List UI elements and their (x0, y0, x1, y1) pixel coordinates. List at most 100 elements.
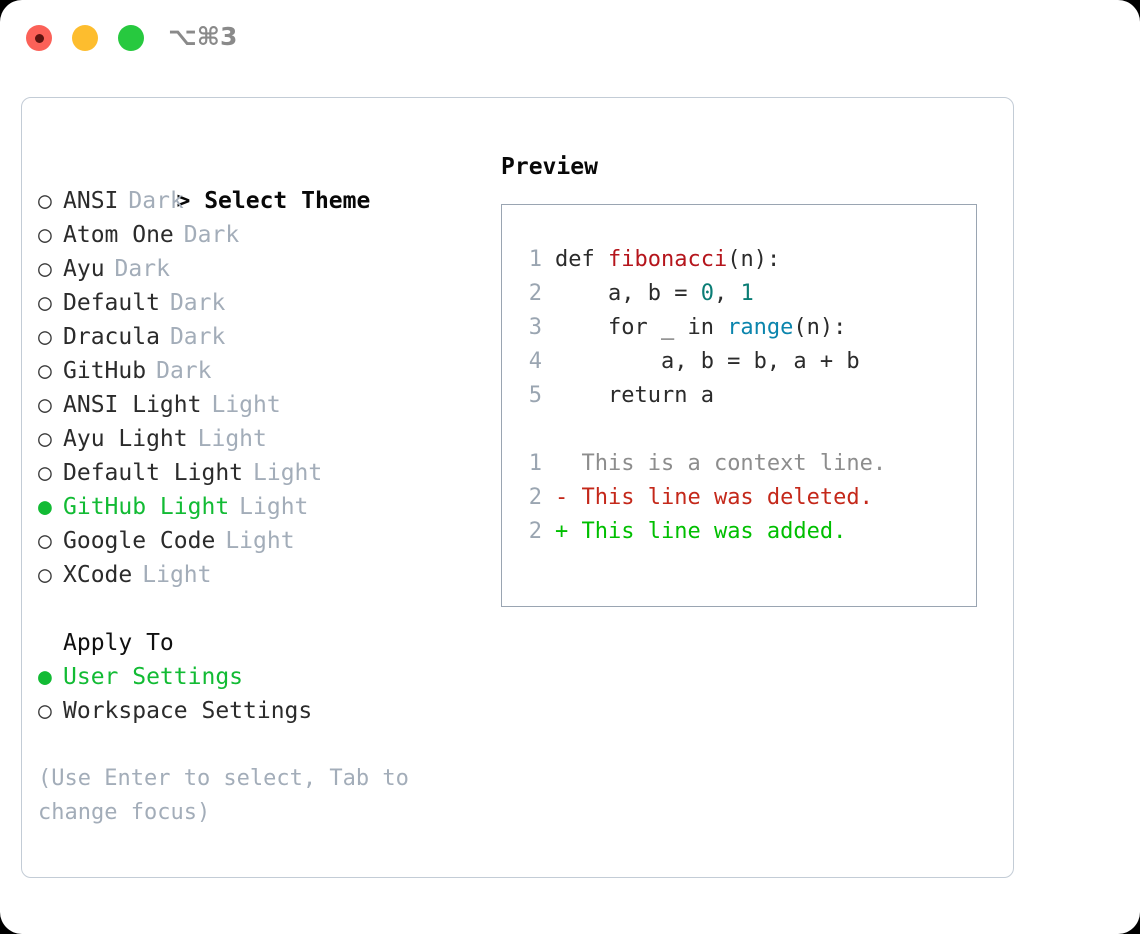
code-line: 4 a, b = b, a + b (502, 345, 976, 379)
theme-variant-label: Light (239, 494, 309, 520)
radio-unselected-icon: ○ (38, 528, 52, 554)
diff-sign (555, 451, 568, 476)
theme-list-item[interactable]: ○ Default Light Light (38, 456, 498, 490)
code-diff-spacer (502, 413, 976, 447)
code-token-plain: , (713, 281, 741, 306)
radio-selected-icon: ● (38, 494, 52, 520)
select-theme-header: > Select Theme (38, 150, 498, 214)
apply-to-label: User Settings (63, 664, 244, 690)
diff-line: 2 + This line was added. (502, 515, 976, 549)
theme-variant-label: Light (211, 392, 281, 418)
radio-unselected-icon: ○ (38, 698, 52, 724)
radio-unselected-icon: ○ (38, 358, 52, 384)
line-number: 2 (528, 485, 542, 510)
radio-unselected-icon: ○ (38, 290, 52, 316)
theme-variant-label: Dark (156, 358, 212, 384)
theme-name-label: ANSI Light (63, 392, 202, 418)
title-bar: ⌥⌘3 (0, 0, 1140, 78)
code-token-num: 0 (700, 281, 714, 306)
theme-list-item[interactable]: ○ ANSI Dark (38, 184, 498, 218)
apply-to-label: Workspace Settings (63, 698, 313, 724)
radio-unselected-icon: ○ (38, 324, 52, 350)
radio-unselected-icon: ○ (38, 188, 52, 214)
minimize-button[interactable] (72, 25, 98, 51)
diff-line: 1 This is a context line. (502, 447, 976, 481)
theme-list-item[interactable]: ○ ANSI Light Light (38, 388, 498, 422)
diff-text: This is a context line. (568, 451, 887, 476)
theme-name-label: Google Code (63, 528, 216, 554)
code-token-plain: for _ in (555, 315, 728, 340)
radio-unselected-icon: ○ (38, 222, 52, 248)
code-line: 5 return a (502, 379, 976, 413)
line-number: 2 (528, 519, 542, 544)
apply-to-item[interactable]: ○ Workspace Settings (38, 694, 498, 728)
line-number: 1 (528, 247, 542, 272)
apply-to-header: Apply To (63, 630, 174, 656)
diff-sample: 1 This is a context line. 2- This line wa… (502, 447, 976, 549)
diff-text: This line was added. (568, 519, 847, 544)
code-token-plain: return a (555, 383, 714, 408)
radio-unselected-icon: ○ (38, 562, 52, 588)
diff-text: This line was deleted. (568, 485, 873, 510)
theme-variant-label: Light (253, 460, 323, 486)
theme-name-label: GitHub (63, 358, 147, 384)
line-number: 4 (528, 349, 542, 374)
zoom-button[interactable] (118, 25, 144, 51)
line-number: 3 (528, 315, 542, 340)
theme-variant-label: Light (197, 426, 267, 452)
radio-selected-icon: ● (38, 664, 52, 690)
theme-name-label: Default (63, 290, 160, 316)
theme-variant-label: Dark (114, 256, 170, 282)
line-number: 2 (528, 281, 542, 306)
line-number: 5 (528, 383, 542, 408)
code-token-builtin: range (727, 315, 794, 340)
radio-unselected-icon: ○ (38, 426, 52, 452)
code-token-func: fibonacci (607, 247, 728, 272)
theme-variant-label: Dark (169, 290, 226, 316)
code-token-plain: a, b = (555, 281, 701, 306)
theme-name-label: Default Light (63, 460, 244, 486)
theme-name-label: XCode (63, 562, 133, 588)
theme-list-item[interactable]: ○ GitHub Dark (38, 354, 498, 388)
line-number: 1 (528, 451, 542, 476)
keyboard-hint-text: (Use Enter to select, Tab to change focu… (38, 766, 409, 825)
code-line: 2 a, b = 0, 1 (502, 277, 976, 311)
keyboard-shortcut-label: ⌥⌘3 (168, 22, 238, 51)
radio-unselected-icon: ○ (38, 392, 52, 418)
theme-variant-label: Light (225, 528, 295, 554)
theme-list-item[interactable]: ○ Google Code Light (38, 524, 498, 558)
apply-to-list: ● User Settings ○ Workspace Settings (38, 660, 498, 728)
code-token-plain: a, b = b, a + b (555, 349, 860, 374)
code-token-num: 1 (740, 281, 754, 306)
radio-unselected-icon: ○ (38, 460, 52, 486)
theme-variant-label: Dark (183, 222, 240, 248)
select-theme-header-label: Select Theme (204, 188, 371, 214)
code-token-plain: (n): (727, 247, 781, 272)
theme-variant-label: Dark (128, 188, 184, 214)
theme-list-item[interactable]: ○ Default Dark (38, 286, 498, 320)
preview-header: Preview (501, 154, 598, 180)
theme-list-item[interactable]: ● GitHub Light Light (38, 490, 498, 524)
apply-to-item[interactable]: ● User Settings (38, 660, 498, 694)
section-spacer (38, 592, 498, 626)
diff-sign: - (555, 485, 569, 510)
code-token-plain: (n): (793, 315, 847, 340)
code-token-plain: def (555, 247, 608, 272)
theme-name-label: ANSI (63, 188, 119, 214)
theme-name-label: Dracula (63, 324, 160, 350)
close-button[interactable] (26, 25, 52, 51)
window-controls (26, 25, 144, 51)
theme-name-label: GitHub Light (63, 494, 230, 520)
diff-sign: + (555, 519, 569, 544)
